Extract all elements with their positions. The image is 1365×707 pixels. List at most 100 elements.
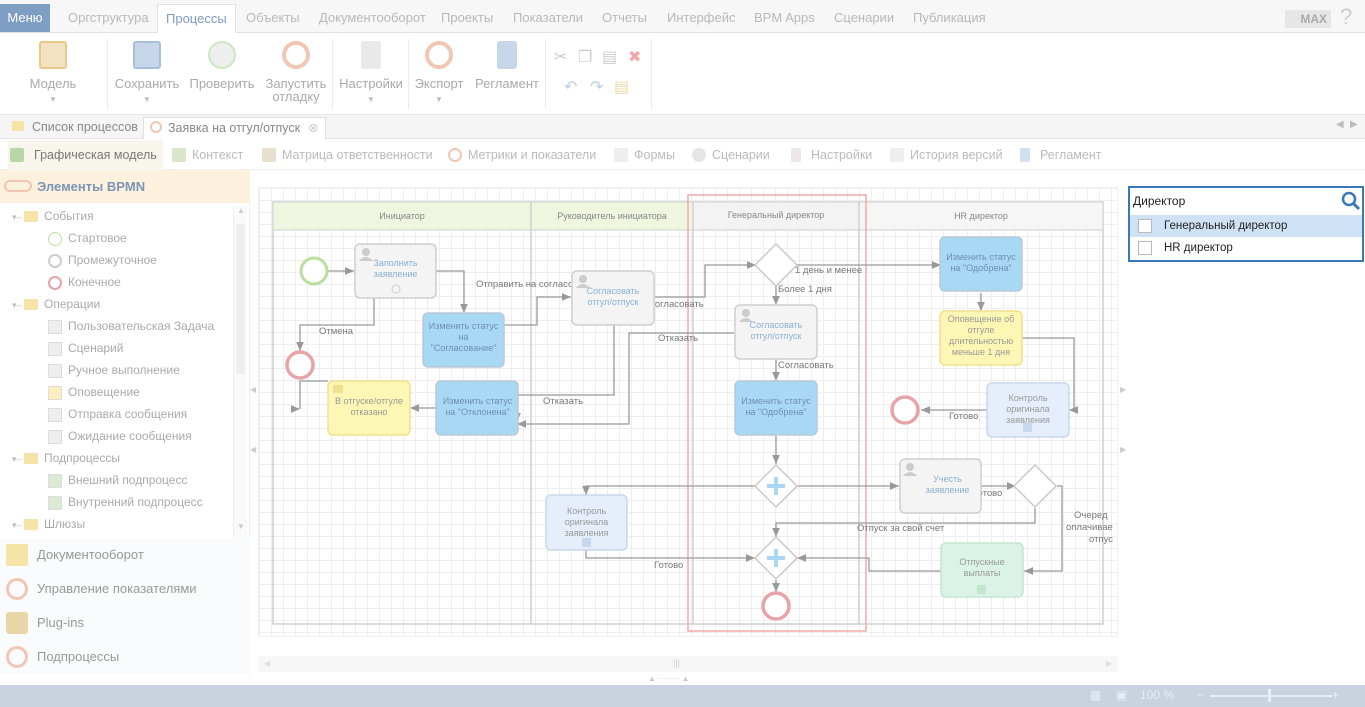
- lane-header-gd[interactable]: [692, 201, 860, 231]
- tab-scenarios[interactable]: Сценарии: [834, 10, 895, 25]
- tree-item[interactable]: ▾– Шлюзы: [12, 516, 85, 533]
- scroll-left-icon[interactable]: ◀: [264, 659, 271, 668]
- gateway-duration[interactable]: [753, 242, 799, 288]
- delete-icon[interactable]: ✖: [628, 49, 642, 66]
- undo-icon[interactable]: ↶: [564, 79, 578, 96]
- task-status-approval[interactable]: [422, 312, 505, 368]
- settings-button[interactable]: Настройки▼: [336, 41, 406, 106]
- search-result-item[interactable]: HR директор: [1130, 237, 1362, 259]
- image-icon[interactable]: ▣: [1116, 688, 1128, 702]
- scroll-up-icon[interactable]: ▲: [237, 206, 245, 215]
- tab-bpm-apps[interactable]: BPM Apps: [754, 10, 815, 25]
- model-button[interactable]: Модель▼: [22, 41, 84, 106]
- selected-lane-frame[interactable]: [687, 194, 867, 632]
- tree-item[interactable]: Ручное выполнение: [48, 362, 180, 378]
- tree-item[interactable]: Конечное: [48, 274, 121, 290]
- task-fill-request[interactable]: [354, 243, 437, 299]
- diagram-canvas[interactable]: Инициатор Руководитель инициатора Генера…: [258, 187, 1118, 637]
- task-status-approved-gd[interactable]: [734, 380, 818, 436]
- scroll-thumb[interactable]: [236, 224, 245, 374]
- tree-toggle-icon[interactable]: ▾–: [12, 454, 25, 464]
- subtab-graphic-model[interactable]: Графическая модель: [8, 140, 163, 170]
- tree-item[interactable]: Внешний подпроцесс: [48, 472, 187, 488]
- tab-reports[interactable]: Отчеты: [602, 10, 647, 25]
- end-event-hr[interactable]: [890, 395, 920, 425]
- subtab-matrix[interactable]: Матрица ответственности: [262, 140, 433, 170]
- close-icon[interactable]: ⊗: [308, 121, 319, 135]
- task-control-original-hr[interactable]: [986, 382, 1070, 438]
- help-icon[interactable]: ?: [1340, 4, 1353, 29]
- result-checkbox[interactable]: [1138, 241, 1152, 255]
- task-vacation-pay[interactable]: [940, 542, 1024, 598]
- tree-toggle-icon[interactable]: ▾–: [12, 212, 25, 222]
- task-approve-director[interactable]: [734, 304, 818, 360]
- scroll-right-icon[interactable]: ▶: [1350, 119, 1358, 130]
- end-event-initiator[interactable]: [285, 350, 315, 380]
- tree-item[interactable]: Сценарий: [48, 340, 123, 356]
- tab-docflow[interactable]: Документооборот: [319, 10, 426, 25]
- scroll-right-icon[interactable]: ▶: [1106, 659, 1113, 668]
- paste-special-icon[interactable]: ▤: [614, 79, 630, 96]
- tree-scrollbar[interactable]: ▲ ▼: [233, 206, 247, 538]
- search-result-item[interactable]: Генеральный директор: [1130, 215, 1362, 237]
- scroll-grip-icon[interactable]: |||: [673, 658, 681, 668]
- task-approve-manager[interactable]: [571, 270, 655, 326]
- expand-left-icon[interactable]: ◀: [250, 445, 257, 454]
- tree-item[interactable]: Пользовательская Задача: [48, 318, 214, 334]
- zoom-out-icon[interactable]: −: [1197, 688, 1205, 702]
- start-event[interactable]: [299, 256, 329, 286]
- grid-icon[interactable]: ▦: [1090, 688, 1102, 702]
- accordion-indicators[interactable]: Управление показателями: [0, 572, 250, 606]
- scroll-down-icon[interactable]: ▼: [237, 522, 245, 531]
- tab-process-list[interactable]: Список процессов: [6, 117, 144, 139]
- collapse-left-icon[interactable]: ◀: [250, 385, 257, 394]
- tab-process-request[interactable]: Заявка на отгул/отпуск⊗: [143, 117, 326, 139]
- task-notify-short[interactable]: [939, 310, 1023, 366]
- subtab-metrics[interactable]: Метрики и показатели: [448, 140, 596, 170]
- subtab-scenarios[interactable]: Сценарии: [692, 140, 770, 170]
- subtab-settings[interactable]: Настройки: [791, 140, 872, 170]
- tree-item[interactable]: ▾– Подпроцессы: [12, 450, 120, 467]
- bpmn-elements-header[interactable]: Элементы BPMN: [0, 170, 250, 203]
- tab-projects[interactable]: Проекты: [441, 10, 494, 25]
- cut-icon[interactable]: ✂: [554, 49, 568, 66]
- tree-toggle-icon[interactable]: ▾–: [12, 520, 25, 530]
- zoom-slider-thumb[interactable]: [1268, 689, 1271, 702]
- lane-header-hr[interactable]: [858, 201, 1104, 231]
- collapse-right-icon[interactable]: ▶: [1120, 385, 1127, 394]
- redo-icon[interactable]: ↷: [590, 79, 604, 96]
- subtab-history[interactable]: История версий: [890, 140, 1003, 170]
- tab-interface[interactable]: Интерфейс: [667, 10, 736, 25]
- export-button[interactable]: Экспорт▼: [410, 41, 468, 106]
- gateway-vacation-type[interactable]: [1012, 463, 1058, 509]
- tree-toggle-icon[interactable]: ▾–: [12, 300, 25, 310]
- scroll-left-icon[interactable]: ◀: [1336, 119, 1344, 130]
- bottom-splitter-icon[interactable]: ▲ ········ ▲: [648, 674, 690, 683]
- save-button[interactable]: Сохранить▼: [112, 41, 182, 106]
- lane-header-manager[interactable]: [530, 201, 694, 231]
- copy-icon[interactable]: ❐: [578, 49, 593, 66]
- end-event-gd[interactable]: [761, 591, 791, 621]
- tab-processes[interactable]: Процессы: [157, 4, 236, 33]
- task-control-original-manager[interactable]: [545, 494, 628, 551]
- tree-item[interactable]: Внутренний подпроцесс: [48, 494, 203, 510]
- zoom-in-icon[interactable]: +: [1332, 688, 1340, 702]
- menu-button[interactable]: Меню: [0, 4, 50, 32]
- task-status-approved-hr[interactable]: [939, 236, 1023, 292]
- task-notify-refused[interactable]: [327, 380, 411, 436]
- tree-item[interactable]: Оповещение: [48, 384, 140, 400]
- expand-right-icon[interactable]: ▶: [1120, 445, 1127, 454]
- task-account-request[interactable]: [899, 458, 982, 514]
- task-status-rejected[interactable]: [435, 380, 519, 436]
- zoom-slider[interactable]: [1210, 695, 1332, 697]
- tree-item[interactable]: ▾– События: [12, 208, 94, 225]
- subtab-reglament[interactable]: Регламент: [1020, 140, 1101, 170]
- tab-indicators[interactable]: Показатели: [513, 10, 583, 25]
- tree-item[interactable]: ▾– Операции: [12, 296, 100, 313]
- tab-publication[interactable]: Публикация: [913, 10, 986, 25]
- tab-orgstructure[interactable]: Оргструктура: [68, 10, 149, 25]
- search-icon[interactable]: [1341, 191, 1361, 211]
- tree-item[interactable]: Стартовое: [48, 230, 127, 246]
- tree-item[interactable]: Ожидание сообщения: [48, 428, 192, 444]
